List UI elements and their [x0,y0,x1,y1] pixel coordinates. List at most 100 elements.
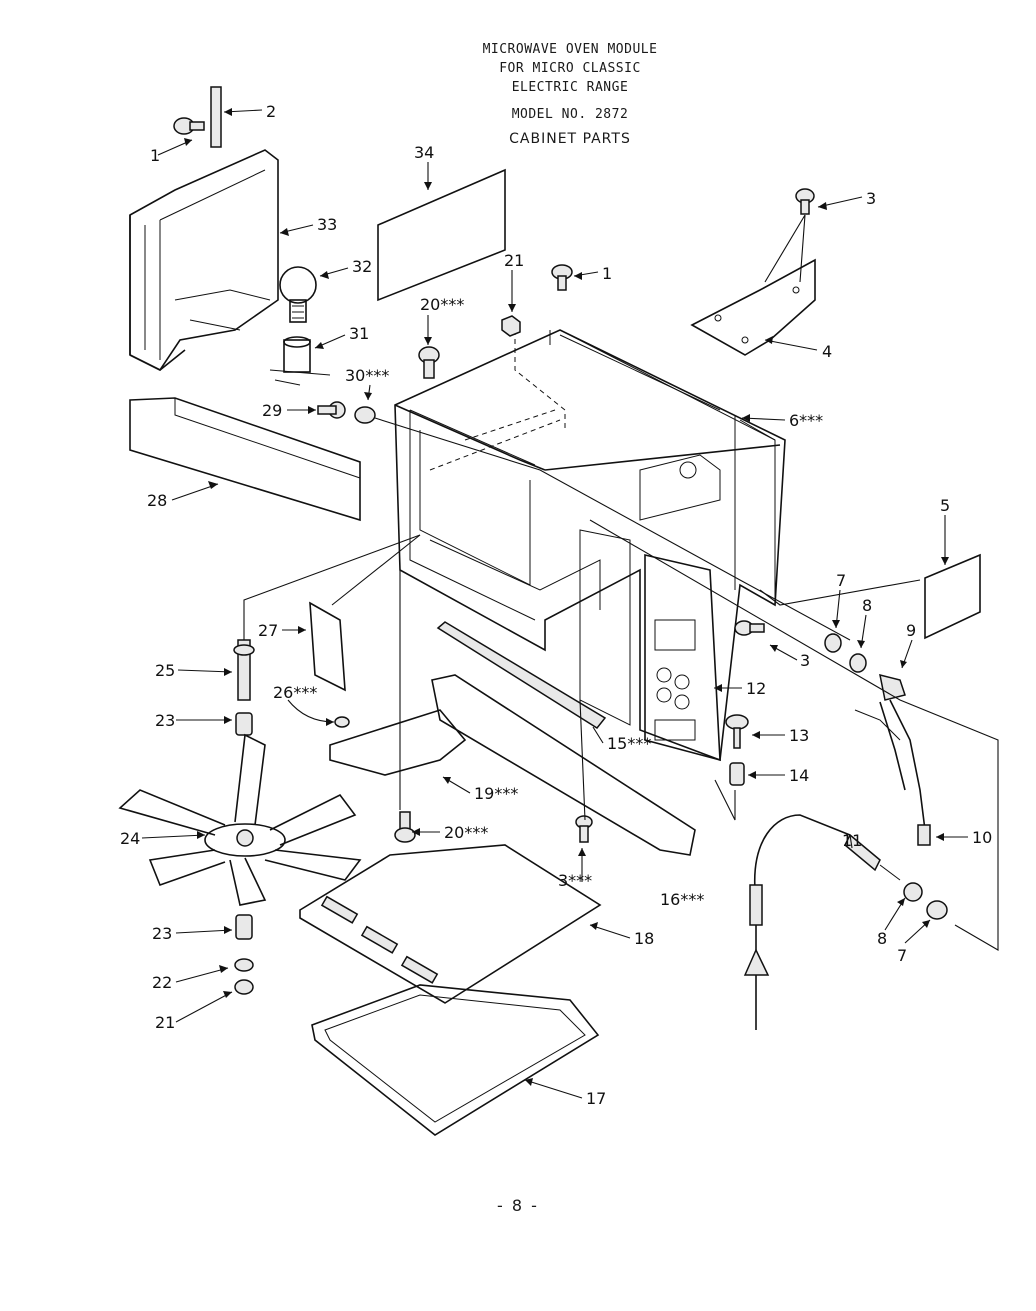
assembly-line [374,417,851,641]
callout-11: 11 [842,831,862,850]
label-card-part [924,553,981,640]
callout-27: 27 [258,621,278,640]
nut-part [501,315,521,337]
oven-tray-part [311,984,600,1136]
screw-part [317,401,346,419]
callout-20: 20*** [420,295,464,314]
page-number: - 8 - [497,1196,539,1215]
callout-33: 33 [317,215,337,234]
callout-3: 3 [800,651,810,670]
callout-23: 23 [155,711,175,730]
hidden-line [429,330,566,471]
bracket-plate-part [329,709,467,776]
callout-9: 9 [906,621,916,640]
nut-part [903,882,923,902]
lamp-socket-part [269,336,331,386]
assembly-line [759,579,921,606]
connector-part [879,673,906,701]
title-line-2: FOR MICRO CLASSIC [499,61,641,76]
fan-blade-part [118,733,362,906]
tray-rail-part [431,674,696,856]
model-number: MODEL NO. 2872 [511,107,629,122]
callout-34: 34 [414,143,434,162]
screw-part [551,264,573,291]
callout-18: 18 [634,929,654,948]
callout-6: 6*** [789,411,823,430]
label-sheet-part [377,168,506,302]
nut-part [354,406,376,424]
callout-30: 30*** [345,366,389,385]
screw-part [394,811,416,843]
callout-24: 24 [120,829,140,848]
callout-12: 12 [746,679,766,698]
control-panel-part [644,553,721,762]
clip-part [210,86,222,148]
callout-7: 7 [836,571,846,590]
fan-shaft-part [233,639,255,701]
assembly-line [714,779,736,821]
long-rail-part [436,621,607,729]
title-line-1: MICROWAVE OVEN MODULE [482,42,658,57]
nut-part [849,653,867,673]
knob-part [725,714,749,749]
callout-28: 28 [147,491,167,510]
washer-part [926,900,948,920]
spacer-part [235,712,253,736]
spacer-part [235,914,253,940]
washer-part [824,633,842,653]
callout-8: 8 [862,596,872,615]
callout-13: 13 [789,726,809,745]
callout-3: 3 [866,189,876,208]
nut-part [234,979,254,995]
mounting-bracket-part [690,258,816,356]
bushing-part [729,762,745,786]
callout-23: 23 [152,924,172,943]
oven-cabinet-part [394,329,786,762]
front-panel-strip-part [129,397,361,522]
temperature-probe-part [743,814,901,1030]
callout-5: 5 [940,496,950,515]
light-bulb-part [279,266,317,323]
callout-1: 1 [150,146,160,165]
small-plate-part [309,601,346,692]
callout-15: 15*** [607,734,651,753]
callout-26: 26*** [273,683,317,702]
assembly-line [243,534,421,640]
assembly-line [331,534,421,606]
callout-8: 8 [877,929,887,948]
callout-20: 20*** [444,823,488,842]
screw-part [575,815,593,843]
washer-part [234,958,254,972]
callout-7: 7 [897,946,907,965]
title-line-3: ELECTRIC RANGE [511,80,629,95]
section-title: CABINET PARTS [509,131,631,147]
light-housing-part [129,149,279,372]
ceramic-plate-part [299,844,602,1004]
callout-4: 4 [822,342,832,361]
callout-2: 2 [266,102,276,121]
wire-harness-part [854,699,931,846]
callout-16: 16*** [660,890,704,909]
callout-21: 21 [504,251,524,270]
assembly-line [589,519,999,951]
screw-part [418,346,440,379]
small-clip-part [334,716,350,728]
screw-part [795,188,815,215]
callout-19: 19*** [474,784,518,803]
callout-25: 25 [155,661,175,680]
screw-part [734,620,765,636]
callout-21: 21 [155,1013,175,1032]
callout-17: 17 [586,1089,606,1108]
callout-10: 10 [972,828,992,847]
callout-3-triple-star: 3*** [558,871,592,890]
callout-32: 32 [352,257,372,276]
callout-29: 29 [262,401,282,420]
callout-22: 22 [152,973,172,992]
callout-14: 14 [789,766,809,785]
screw-part [173,117,205,135]
callout-1: 1 [602,264,612,283]
assembly-line [579,699,586,821]
callout-31: 31 [349,324,369,343]
title-block: MICROWAVE OVEN MODULE FOR MICRO CLASSIC … [440,40,700,149]
